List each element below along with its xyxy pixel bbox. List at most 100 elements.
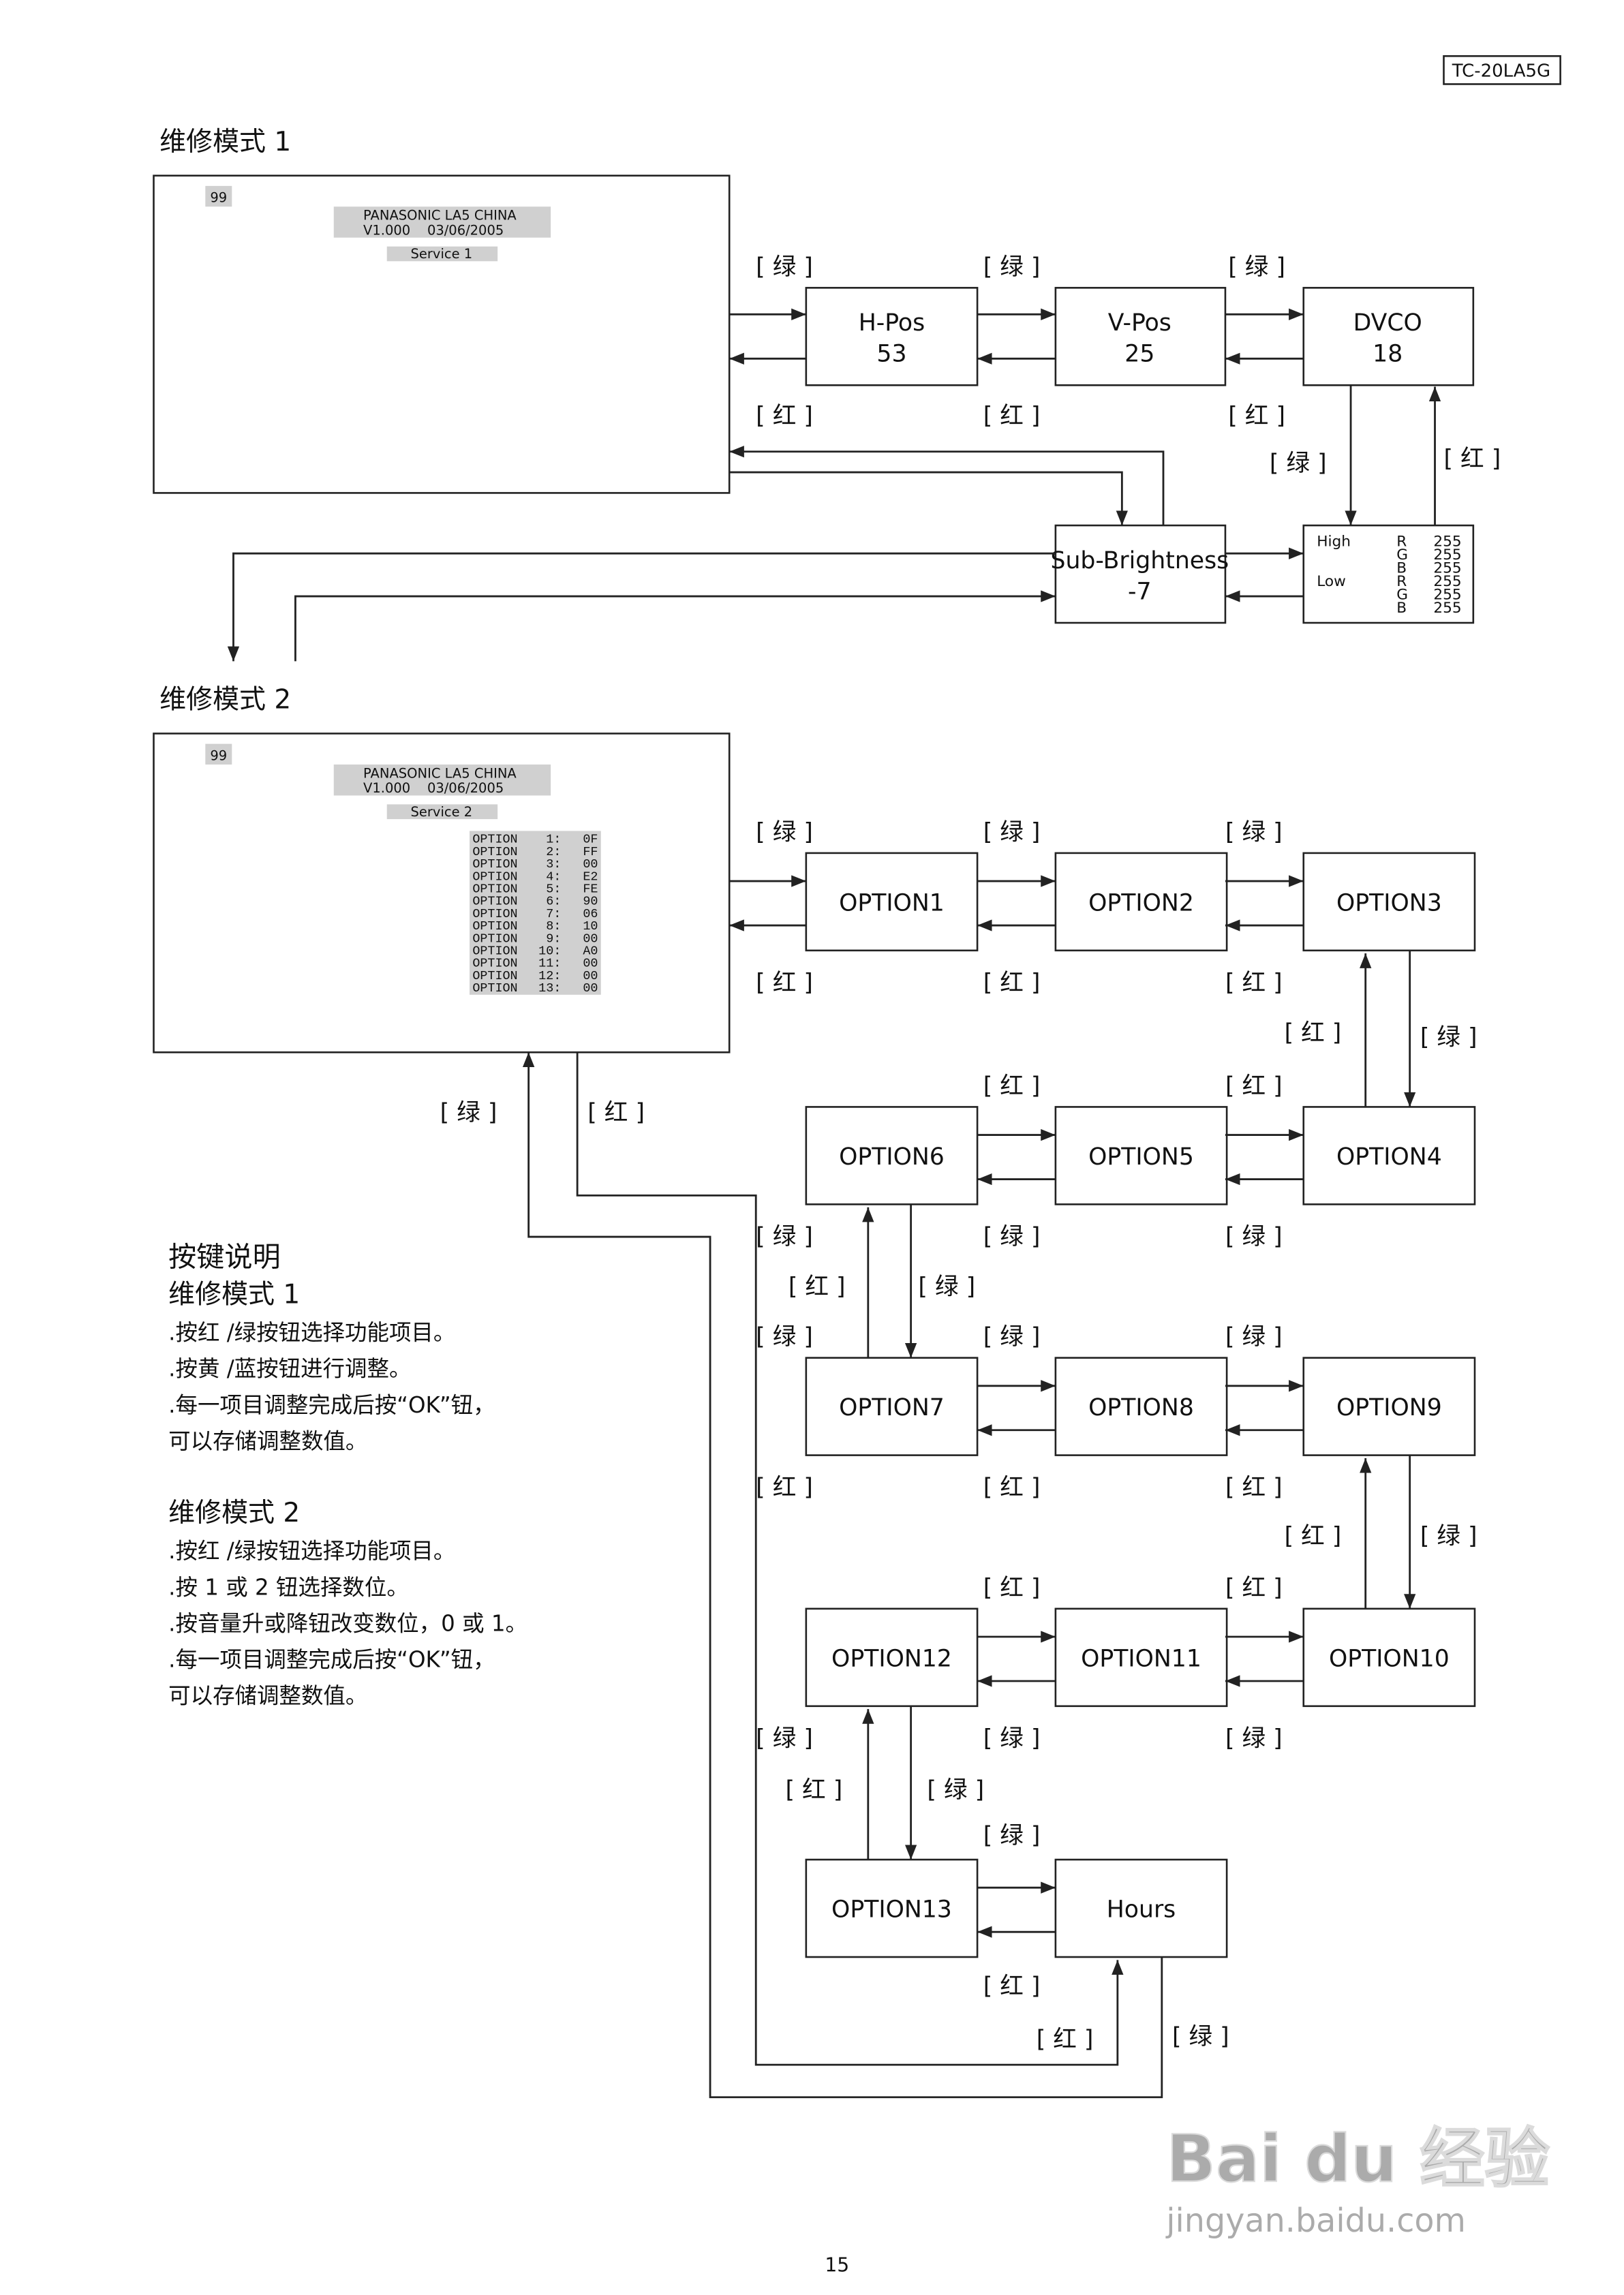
option-value: 90	[583, 895, 598, 909]
rgb-value: 255	[1433, 586, 1461, 603]
key-label-red: [ 红 ]	[1225, 969, 1283, 996]
svg-text:维修模式 1: 维修模式 1	[168, 1280, 300, 1310]
key-label-red: [ 红 ]	[1225, 1073, 1283, 1100]
instruction-line: .每一项目调整完成后按“OK”钮，	[168, 1392, 495, 1418]
svg-text:[ 红 ]: [ 红 ]	[983, 403, 1041, 430]
key-label-green: [ 绿 ]	[983, 1323, 1041, 1351]
svg-text:-7: -7	[1128, 578, 1152, 605]
instruction-line: .每一项目调整完成后按“OK”钮，	[168, 1646, 495, 1672]
rgb-channel: G	[1396, 586, 1408, 603]
key-label-green: [ 绿 ]	[1225, 1323, 1283, 1351]
svg-text:OPTION3: OPTION3	[1336, 889, 1442, 917]
instructions: 按键说明 维修模式 1 .按红 /绿按钮选择功能项目。.按黄 /蓝按钮进行调整。…	[168, 1240, 527, 1708]
svg-text:[ 红 ]: [ 红 ]	[1444, 445, 1501, 472]
option-label: OPTION	[472, 833, 517, 847]
key-label-red: [ 红 ]	[983, 1073, 1041, 1100]
svg-text:OPTION1: OPTION1	[839, 889, 945, 917]
rgb-channel: R	[1396, 533, 1407, 550]
box-o6: OPTION6	[805, 1106, 979, 1205]
svg-text:OPTION9: OPTION9	[1336, 1394, 1442, 1421]
screen-version: V1.000 03/06/2005	[363, 780, 504, 796]
svg-text:DVCO: DVCO	[1353, 309, 1422, 337]
instruction-line: .按红 /绿按钮选择功能项目。	[168, 1538, 455, 1564]
key-label-red: [ 红 ]	[756, 969, 813, 996]
option-label: OPTION	[472, 895, 517, 909]
key-label-red: [ 红 ]	[1285, 1019, 1342, 1047]
key-label-green: [ 绿 ]	[756, 1223, 813, 1250]
option-label: OPTION	[472, 882, 517, 897]
option-value: 0F	[583, 833, 598, 847]
mode2-title: 维修模式 2	[159, 685, 291, 715]
svg-text:[ 红 ]: [ 红 ]	[756, 403, 813, 430]
option-label: OPTION	[472, 944, 517, 958]
option-label: OPTION	[472, 931, 517, 946]
instruction-line: 可以存储调整数值。	[168, 1428, 367, 1454]
svg-text:[ 红 ]: [ 红 ]	[587, 1099, 645, 1126]
rgb-channel: G	[1396, 546, 1408, 564]
option-value: E2	[583, 869, 598, 884]
service-label: Service 1	[411, 246, 473, 262]
svg-text:Sub-Brightness: Sub-Brightness	[1050, 547, 1229, 574]
vpos-box: V-Pos 25	[1054, 287, 1227, 386]
svg-text:OPTION12: OPTION12	[831, 1645, 952, 1672]
svg-text:[ 绿 ]: [ 绿 ]	[440, 1099, 497, 1126]
svg-text:53: 53	[876, 341, 906, 368]
key-label-green: [ 绿 ]	[983, 818, 1041, 846]
rgb-channel: R	[1396, 573, 1407, 590]
key-label-red: [ 红 ]	[788, 1274, 846, 1301]
svg-text:[ 绿 ]: [ 绿 ]	[983, 253, 1041, 281]
key-label-green: [ 绿 ]	[1225, 1725, 1283, 1752]
option-number: 3:	[546, 857, 561, 872]
key-label-green: [ 绿 ]	[983, 1822, 1041, 1849]
key-label-green: [ 绿 ]	[1420, 1523, 1477, 1550]
option-value: A0	[583, 944, 598, 958]
box-o11: OPTION11	[1054, 1607, 1228, 1708]
screen-title: PANASONIC LA5 CHINA	[363, 208, 517, 224]
option-value: 06	[583, 907, 598, 921]
key-label-red: [ 红 ]	[756, 1474, 813, 1501]
instructions-title: 按键说明	[168, 1240, 281, 1273]
key-label-green: [ 绿 ]	[756, 1725, 813, 1752]
svg-text:V-Pos: V-Pos	[1108, 309, 1171, 337]
instruction-line: .按红 /绿按钮选择功能项目。	[168, 1320, 455, 1346]
mode2-arrows	[522, 875, 1416, 2099]
option-value: FE	[583, 882, 598, 897]
svg-text:[ 红 ]: [ 红 ]	[1228, 403, 1285, 430]
mode1-arrows	[227, 308, 1441, 662]
rgb-value: 255	[1433, 533, 1461, 550]
box-o10: OPTION10	[1302, 1607, 1476, 1708]
box-o1: OPTION1	[805, 852, 979, 952]
svg-text:25: 25	[1124, 341, 1154, 368]
option-value: 00	[583, 857, 598, 872]
key-label-green: [ 绿 ]	[1225, 818, 1283, 846]
mode2-key-labels: [ 绿 ] [ 红 ] [ 红 ] [ 绿 ] [ 绿 ] [ 红 ] [ 绿 ] […	[440, 818, 1477, 2053]
key-label-red: [ 红 ]	[983, 969, 1041, 996]
box-hours: Hours	[1054, 1858, 1228, 1958]
model-badge: TC-20LA5G	[1443, 55, 1561, 85]
rgb-value: 255	[1433, 600, 1461, 617]
baidu-watermark-logo: Bai du 经验 jingyan.baidu.com	[1165, 2121, 1550, 2240]
instruction-line: 可以存储调整数值。	[168, 1682, 367, 1708]
key-label-green: [ 绿 ]	[756, 1323, 813, 1351]
svg-text:OPTION13: OPTION13	[831, 1896, 952, 1924]
key-label-green: [ 绿 ]	[918, 1274, 975, 1301]
mode1-key-labels: [ 绿 ][ 绿 ][ 绿 ] [ 红 ][ 红 ][ 红 ] [ 绿 ][ 红…	[756, 253, 1501, 477]
rgb-value: 255	[1433, 573, 1461, 590]
mode1-title: 维修模式 1	[159, 127, 291, 157]
option-number: 5:	[546, 882, 561, 897]
option-number: 4:	[546, 869, 561, 884]
key-label-red: [ 红 ]	[983, 1973, 1041, 2000]
svg-text:[ 绿 ]: [ 绿 ]	[1172, 2023, 1229, 2050]
svg-text:OPTION10: OPTION10	[1329, 1645, 1450, 1672]
box-o4: OPTION4	[1302, 1106, 1476, 1205]
key-label-red: [ 红 ]	[1225, 1474, 1283, 1501]
box-o2: OPTION2	[1054, 852, 1228, 952]
svg-text:Low: Low	[1317, 573, 1346, 590]
svg-text:[ 绿 ]: [ 绿 ]	[1270, 450, 1327, 477]
box-o7: OPTION7	[805, 1357, 979, 1456]
page-number: 15	[825, 2253, 849, 2276]
key-label-red: [ 红 ]	[983, 1574, 1041, 1601]
option-number: 8:	[546, 919, 561, 934]
option-number: 13:	[538, 981, 561, 996]
